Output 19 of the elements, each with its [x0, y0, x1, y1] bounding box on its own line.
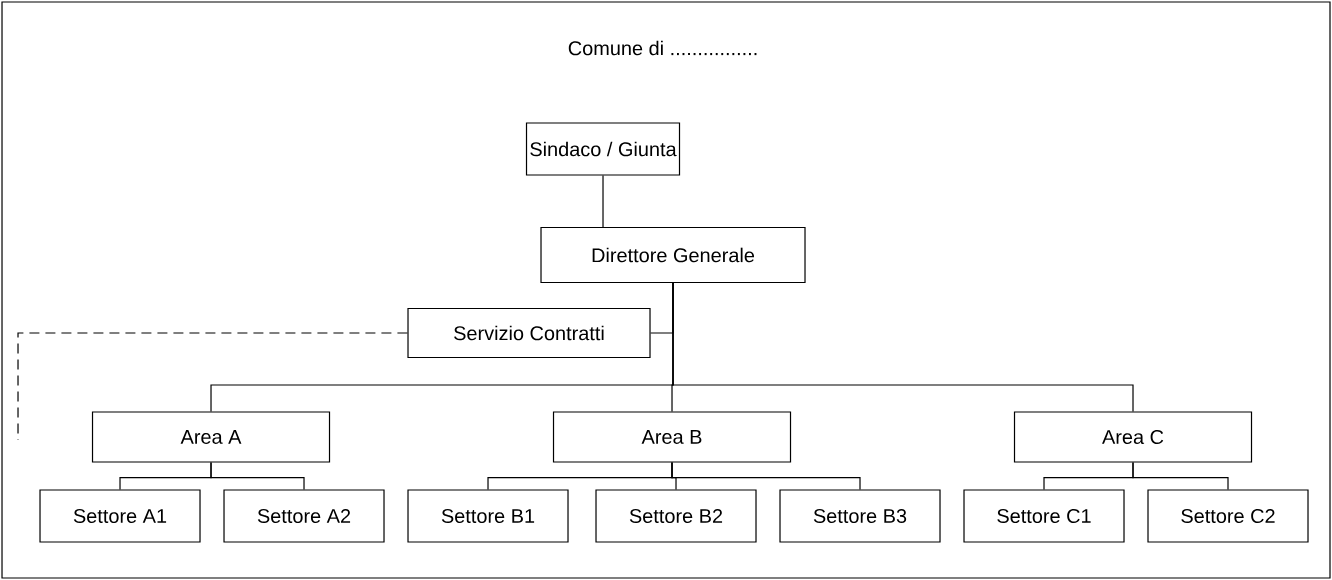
org-box: Settore A2: [223, 489, 385, 543]
org-box: Settore B2: [595, 489, 757, 543]
org-box: Direttore Generale: [540, 226, 806, 284]
connector: [672, 282, 1134, 412]
org-box: Area B: [552, 411, 792, 463]
org-box: Settore B1: [407, 489, 569, 543]
org-box: Sindaco / Giunta: [525, 122, 681, 176]
connector: [210, 462, 305, 490]
org-box: Servizio Contratti: [407, 307, 651, 359]
title: Comune di ................: [568, 40, 757, 56]
org-box: Area C: [1013, 411, 1253, 463]
org-box: Area A: [91, 411, 331, 463]
org-box: Settore C1: [963, 489, 1125, 543]
org-box: Settore C2: [1147, 489, 1309, 543]
connector: [671, 462, 861, 490]
org-box: Settore A1: [39, 489, 201, 543]
org-box: Settore B3: [779, 489, 941, 543]
connector: [1132, 462, 1229, 490]
connector: [602, 175, 604, 228]
